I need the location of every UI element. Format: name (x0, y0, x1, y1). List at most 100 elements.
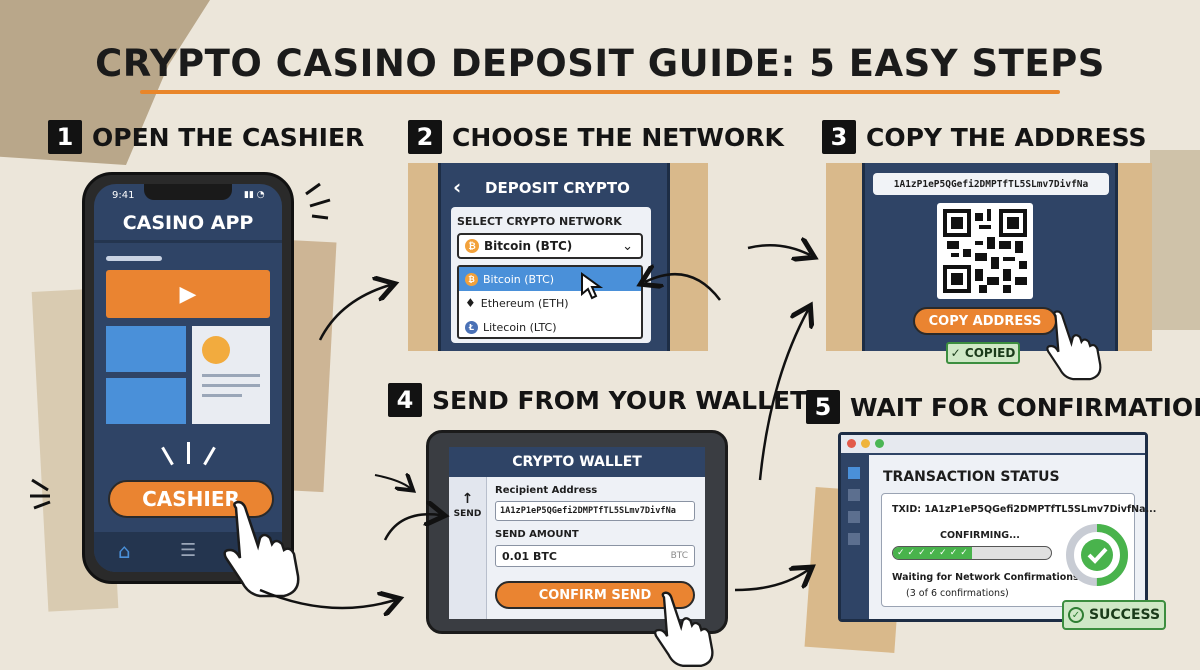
wallet-header: CRYPTO WALLET (512, 454, 642, 470)
network-select-label: SELECT CRYPTO NETWORK (457, 215, 622, 228)
cursor-arrow-icon (581, 272, 604, 300)
network-selected-value: Bitcoin (BTC) (484, 239, 573, 253)
paper-scrap-right (1150, 150, 1200, 330)
step-4-number: 4 (388, 383, 422, 417)
sidebar-item[interactable] (848, 489, 860, 501)
amount-label: SEND AMOUNT (495, 529, 579, 540)
waiting-text: Waiting for Network Confirmations... (892, 572, 1090, 583)
phone-menu-line (106, 256, 162, 261)
success-label: SUCCESS (1088, 607, 1161, 623)
article-image-circle (202, 336, 230, 364)
confirm-send-button[interactable]: CONFIRM SEND (495, 581, 695, 609)
sidebar-item-active[interactable] (848, 467, 860, 479)
tablet-frame: CRYPTO WALLET ↑ SEND Recipient Address 1… (426, 430, 728, 634)
sidebar-item[interactable] (848, 533, 860, 545)
network-option-label: Litecoin (LTC) (483, 320, 557, 334)
step-4-label: SEND FROM YOUR WALLET (432, 385, 808, 415)
step-2-header: 2 CHOOSE THE NETWORK (408, 120, 784, 154)
back-chevron-icon[interactable]: ‹ (453, 175, 462, 199)
txid-text: TXID: 1A1zP1eP5QGefi2DMPTfTL5SLmv7DivfNa… (892, 504, 1157, 515)
step-2-label: CHOOSE THE NETWORK (452, 122, 784, 152)
step-3-header: 3 COPY THE ADDRESS (822, 120, 1147, 154)
step-5-number: 5 (806, 390, 840, 424)
tablet-screen: CRYPTO WALLET ↑ SEND Recipient Address 1… (449, 447, 705, 619)
network-option-label: Ethereum (ETH) (480, 296, 569, 310)
page-title: CRYPTO CASINO DEPOSIT GUIDE: 5 EASY STEP… (95, 42, 1105, 85)
play-button[interactable]: ▶ (106, 270, 270, 318)
step-1-header: 1 OPEN THE CASHIER (48, 120, 364, 154)
qr-code-icon[interactable] (937, 203, 1033, 299)
send-tab[interactable]: ↑ SEND (449, 477, 487, 619)
window-minimize-dot[interactable] (861, 439, 870, 448)
network-select[interactable]: ₿ Bitcoin (BTC) ⌄ (457, 233, 643, 259)
step-4-header: 4 SEND FROM YOUR WALLET (388, 383, 807, 417)
wallet-address-display[interactable]: 1A1zP1eP5QGefi2DMPTfTL5SLmv7DivfNa (873, 173, 1109, 195)
hand-pointer-icon (223, 500, 300, 598)
phone-app-title: CASINO APP (122, 212, 254, 234)
ethereum-icon: ♦ (465, 296, 476, 310)
stack-icon[interactable]: ☰ (180, 540, 197, 561)
tile-blue-1[interactable] (106, 326, 186, 372)
bitcoin-icon: ₿ (465, 272, 478, 286)
sparkle-icon-left (30, 478, 51, 510)
cashier-button[interactable]: CASHIER (108, 480, 274, 518)
window-close-dot[interactable] (847, 439, 856, 448)
network-option-litecoin[interactable]: Ł Litecoin (LTC) (459, 315, 641, 337)
sidebar-item[interactable] (848, 511, 860, 523)
tap-mark-2 (187, 442, 190, 464)
litecoin-icon: Ł (465, 320, 478, 334)
window-titlebar (841, 435, 1145, 453)
bitcoin-icon: ₿ (465, 239, 479, 253)
success-badge: ✓ SUCCESS (1062, 600, 1166, 630)
address-screen: 1A1zP1eP5QGefi2DMPTfTL5SLmv7DivfNa COPY … (862, 163, 1118, 351)
network-options-list: ₿ Bitcoin (BTC) ♦ Ethereum (ETH) Ł Litec… (457, 265, 643, 339)
hand-pointer-icon (1046, 310, 1102, 381)
amount-input[interactable]: 0.01 BTC BTC (495, 545, 695, 567)
confirming-text: CONFIRMING... (940, 530, 1020, 541)
copy-address-button[interactable]: COPY ADDRESS (913, 307, 1057, 335)
step-1-label: OPEN THE CASHIER (92, 122, 365, 152)
step-3-number: 3 (822, 120, 856, 154)
step-1-number: 1 (48, 120, 82, 154)
status-main: TRANSACTION STATUS TXID: 1A1zP1eP5QGefi2… (869, 455, 1156, 619)
confirmation-ring-icon (1066, 524, 1128, 586)
amount-unit: BTC (670, 551, 688, 561)
status-header: TRANSACTION STATUS (883, 469, 1060, 485)
network-option-ethereum[interactable]: ♦ Ethereum (ETH) (459, 291, 641, 315)
send-arrow-icon: ↑ (461, 491, 474, 507)
chevron-down-icon: ⌄ (622, 238, 633, 254)
step-5-header: 5 WAIT FOR CONFIRMATIONS (806, 390, 1200, 424)
arrow-phone-to-send (383, 514, 440, 541)
article-card[interactable] (192, 326, 270, 424)
arrow-step2-to-step3 (747, 245, 810, 255)
step-3-label: COPY THE ADDRESS (866, 122, 1147, 152)
network-screen: ‹ DEPOSIT CRYPTO SELECT CRYPTO NETWORK ₿… (438, 163, 670, 351)
window-maximize-dot[interactable] (875, 439, 884, 448)
recipient-label: Recipient Address (495, 485, 598, 496)
arrow-step4-to-step3 (758, 310, 808, 481)
tile-blue-2[interactable] (106, 378, 186, 424)
phone-notch (144, 184, 232, 200)
arrow-step4-to-step5 (734, 570, 808, 592)
arrow-hint-left (374, 475, 410, 488)
network-option-bitcoin[interactable]: ₿ Bitcoin (BTC) (459, 267, 641, 291)
sparkle-icon (305, 182, 331, 220)
home-icon[interactable]: ⌂ (118, 539, 131, 563)
phone-time: 9:41 (112, 190, 135, 201)
progress-bar: ✓✓✓✓✓✓✓ (892, 546, 1052, 560)
article-line-3 (202, 394, 242, 397)
send-tab-label: SEND (453, 509, 482, 519)
hand-pointer-icon (654, 591, 714, 667)
network-option-label: Bitcoin (BTC) (483, 272, 555, 286)
status-sidebar (841, 453, 867, 619)
recipient-input[interactable]: 1A1zP1eP5QGefi2DMPTfTL5SLmv7DivfNa (495, 501, 695, 521)
phone-frame: 9:41 ▮▮ ◔ CASINO APP ▶ CASHIER ⌂ ☰ (82, 172, 294, 584)
network-header: DEPOSIT CRYPTO (485, 179, 630, 197)
arrow-to-option (645, 274, 721, 301)
arrow-step1-to-step4 (259, 588, 395, 608)
play-icon: ▶ (179, 281, 197, 307)
confirmation-count: (3 of 6 confirmations) (906, 588, 1009, 599)
status-card: TXID: 1A1zP1eP5QGefi2DMPTfTL5SLmv7DivfNa… (881, 493, 1156, 607)
amount-value: 0.01 BTC (502, 550, 557, 563)
